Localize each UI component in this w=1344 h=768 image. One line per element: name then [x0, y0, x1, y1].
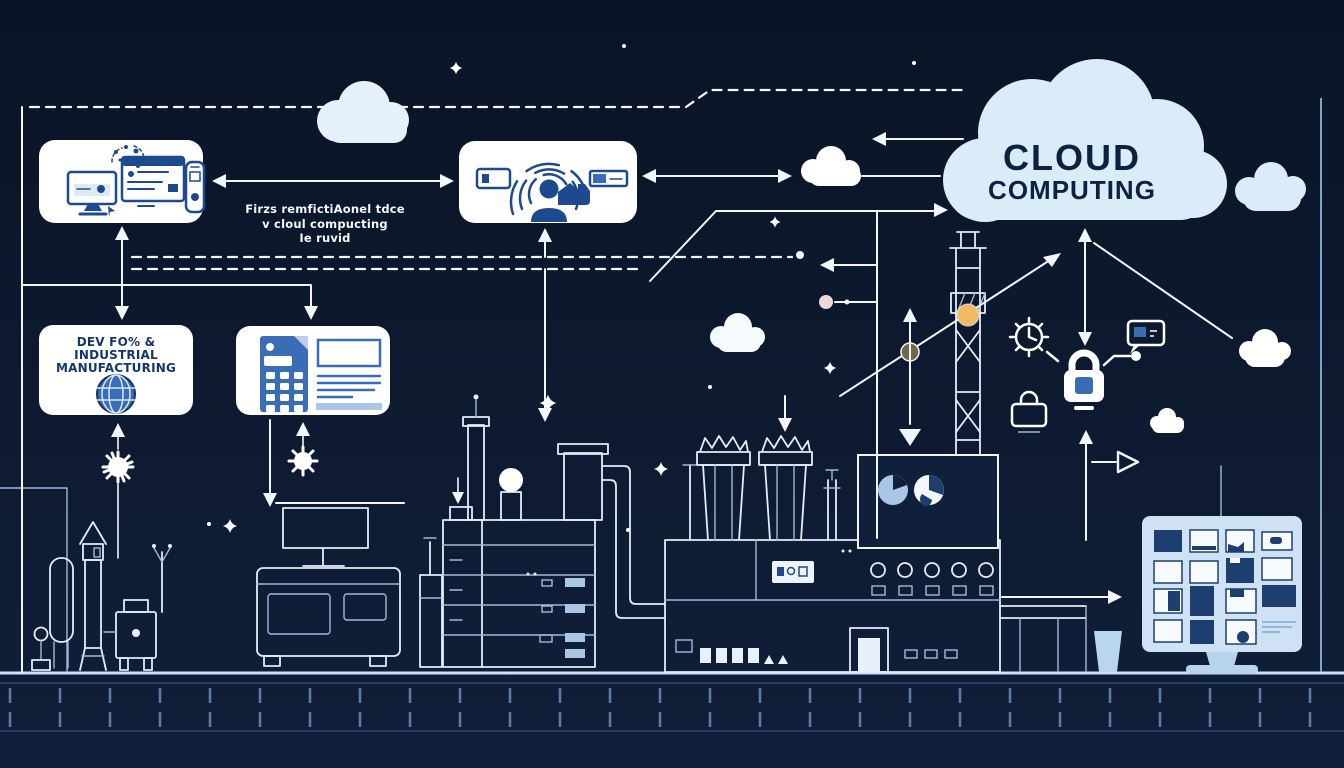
clock-icon [1008, 316, 1060, 363]
pie-chart-panel [857, 454, 999, 549]
smartphone-icon [184, 160, 206, 214]
caption-line2: v cloul compucting [262, 217, 388, 231]
text-lines-icon [316, 338, 382, 410]
water-tower [79, 521, 107, 671]
cloud-small-top [317, 81, 409, 143]
document-icon [120, 155, 186, 207]
cloud-tiny [1150, 408, 1184, 433]
card-devices [39, 140, 206, 223]
person-icon [531, 179, 567, 222]
calculator-icon [260, 336, 308, 412]
cloud-title-line2: COMPUTING [988, 175, 1156, 205]
storage-tank [49, 557, 74, 669]
cloud-right-light [1235, 162, 1306, 211]
padlock-icon [1064, 349, 1104, 410]
caption: Firzs remfictiAonel tdce v cloul compuct… [245, 202, 405, 245]
manufacturing-line1: DEV FO% & [77, 335, 156, 349]
cloud-mid [710, 313, 765, 352]
server-chip-icon [588, 169, 629, 188]
sun-burst-icon-2 [287, 422, 319, 477]
cloud-small-white [801, 146, 861, 186]
outline-arrow-icon [1116, 450, 1140, 474]
chimney [462, 394, 490, 521]
monitor-icon [66, 170, 118, 217]
factory-skyline [0, 394, 1122, 673]
pie-chart-icon-2 [914, 475, 944, 507]
machine-unit [103, 599, 157, 671]
ground-ruler [0, 671, 1344, 732]
antenna-icon [152, 544, 172, 613]
control-machine [256, 507, 401, 667]
cloud-main: CLOUD COMPUTING [943, 59, 1227, 222]
process-building [442, 506, 596, 668]
dashboard-monitor [1142, 516, 1302, 674]
control-strip [772, 561, 814, 583]
card-user-connectivity [459, 141, 637, 223]
bucket-icon [1094, 631, 1122, 672]
caption-line3: Ie ruvid [299, 231, 350, 245]
pipes [557, 443, 666, 619]
dashed-route-top [28, 88, 970, 109]
chat-icon [1102, 319, 1166, 367]
pie-chart-icon [878, 475, 908, 505]
sparkle-icons [207, 44, 916, 533]
node-dot-pink [819, 295, 833, 309]
globe-icon [96, 374, 136, 414]
hand-icon [558, 183, 590, 205]
sun-burst-icon [101, 423, 135, 559]
cloud-title-line1: CLOUD [1003, 137, 1141, 178]
card-calculator [236, 326, 390, 415]
manufacturing-line2: INDUSTRIAL [74, 348, 158, 362]
tag-icon [475, 167, 512, 190]
pipe-rack [999, 605, 1087, 673]
pole-hut [419, 537, 443, 668]
node-dot-orange [956, 303, 980, 327]
card-manufacturing: DEV FO% & INDUSTRIAL MANUFACTURING [39, 325, 193, 415]
pump-unit [31, 626, 51, 671]
briefcase-icon [1010, 390, 1048, 433]
caption-line1: Firzs remfictiAonel tdce [245, 202, 405, 216]
manufacturing-line3: MANUFACTURING [56, 361, 176, 375]
transmission-tower [949, 231, 987, 456]
cloud-right-2 [1239, 329, 1291, 367]
boiler-ball [499, 468, 523, 521]
